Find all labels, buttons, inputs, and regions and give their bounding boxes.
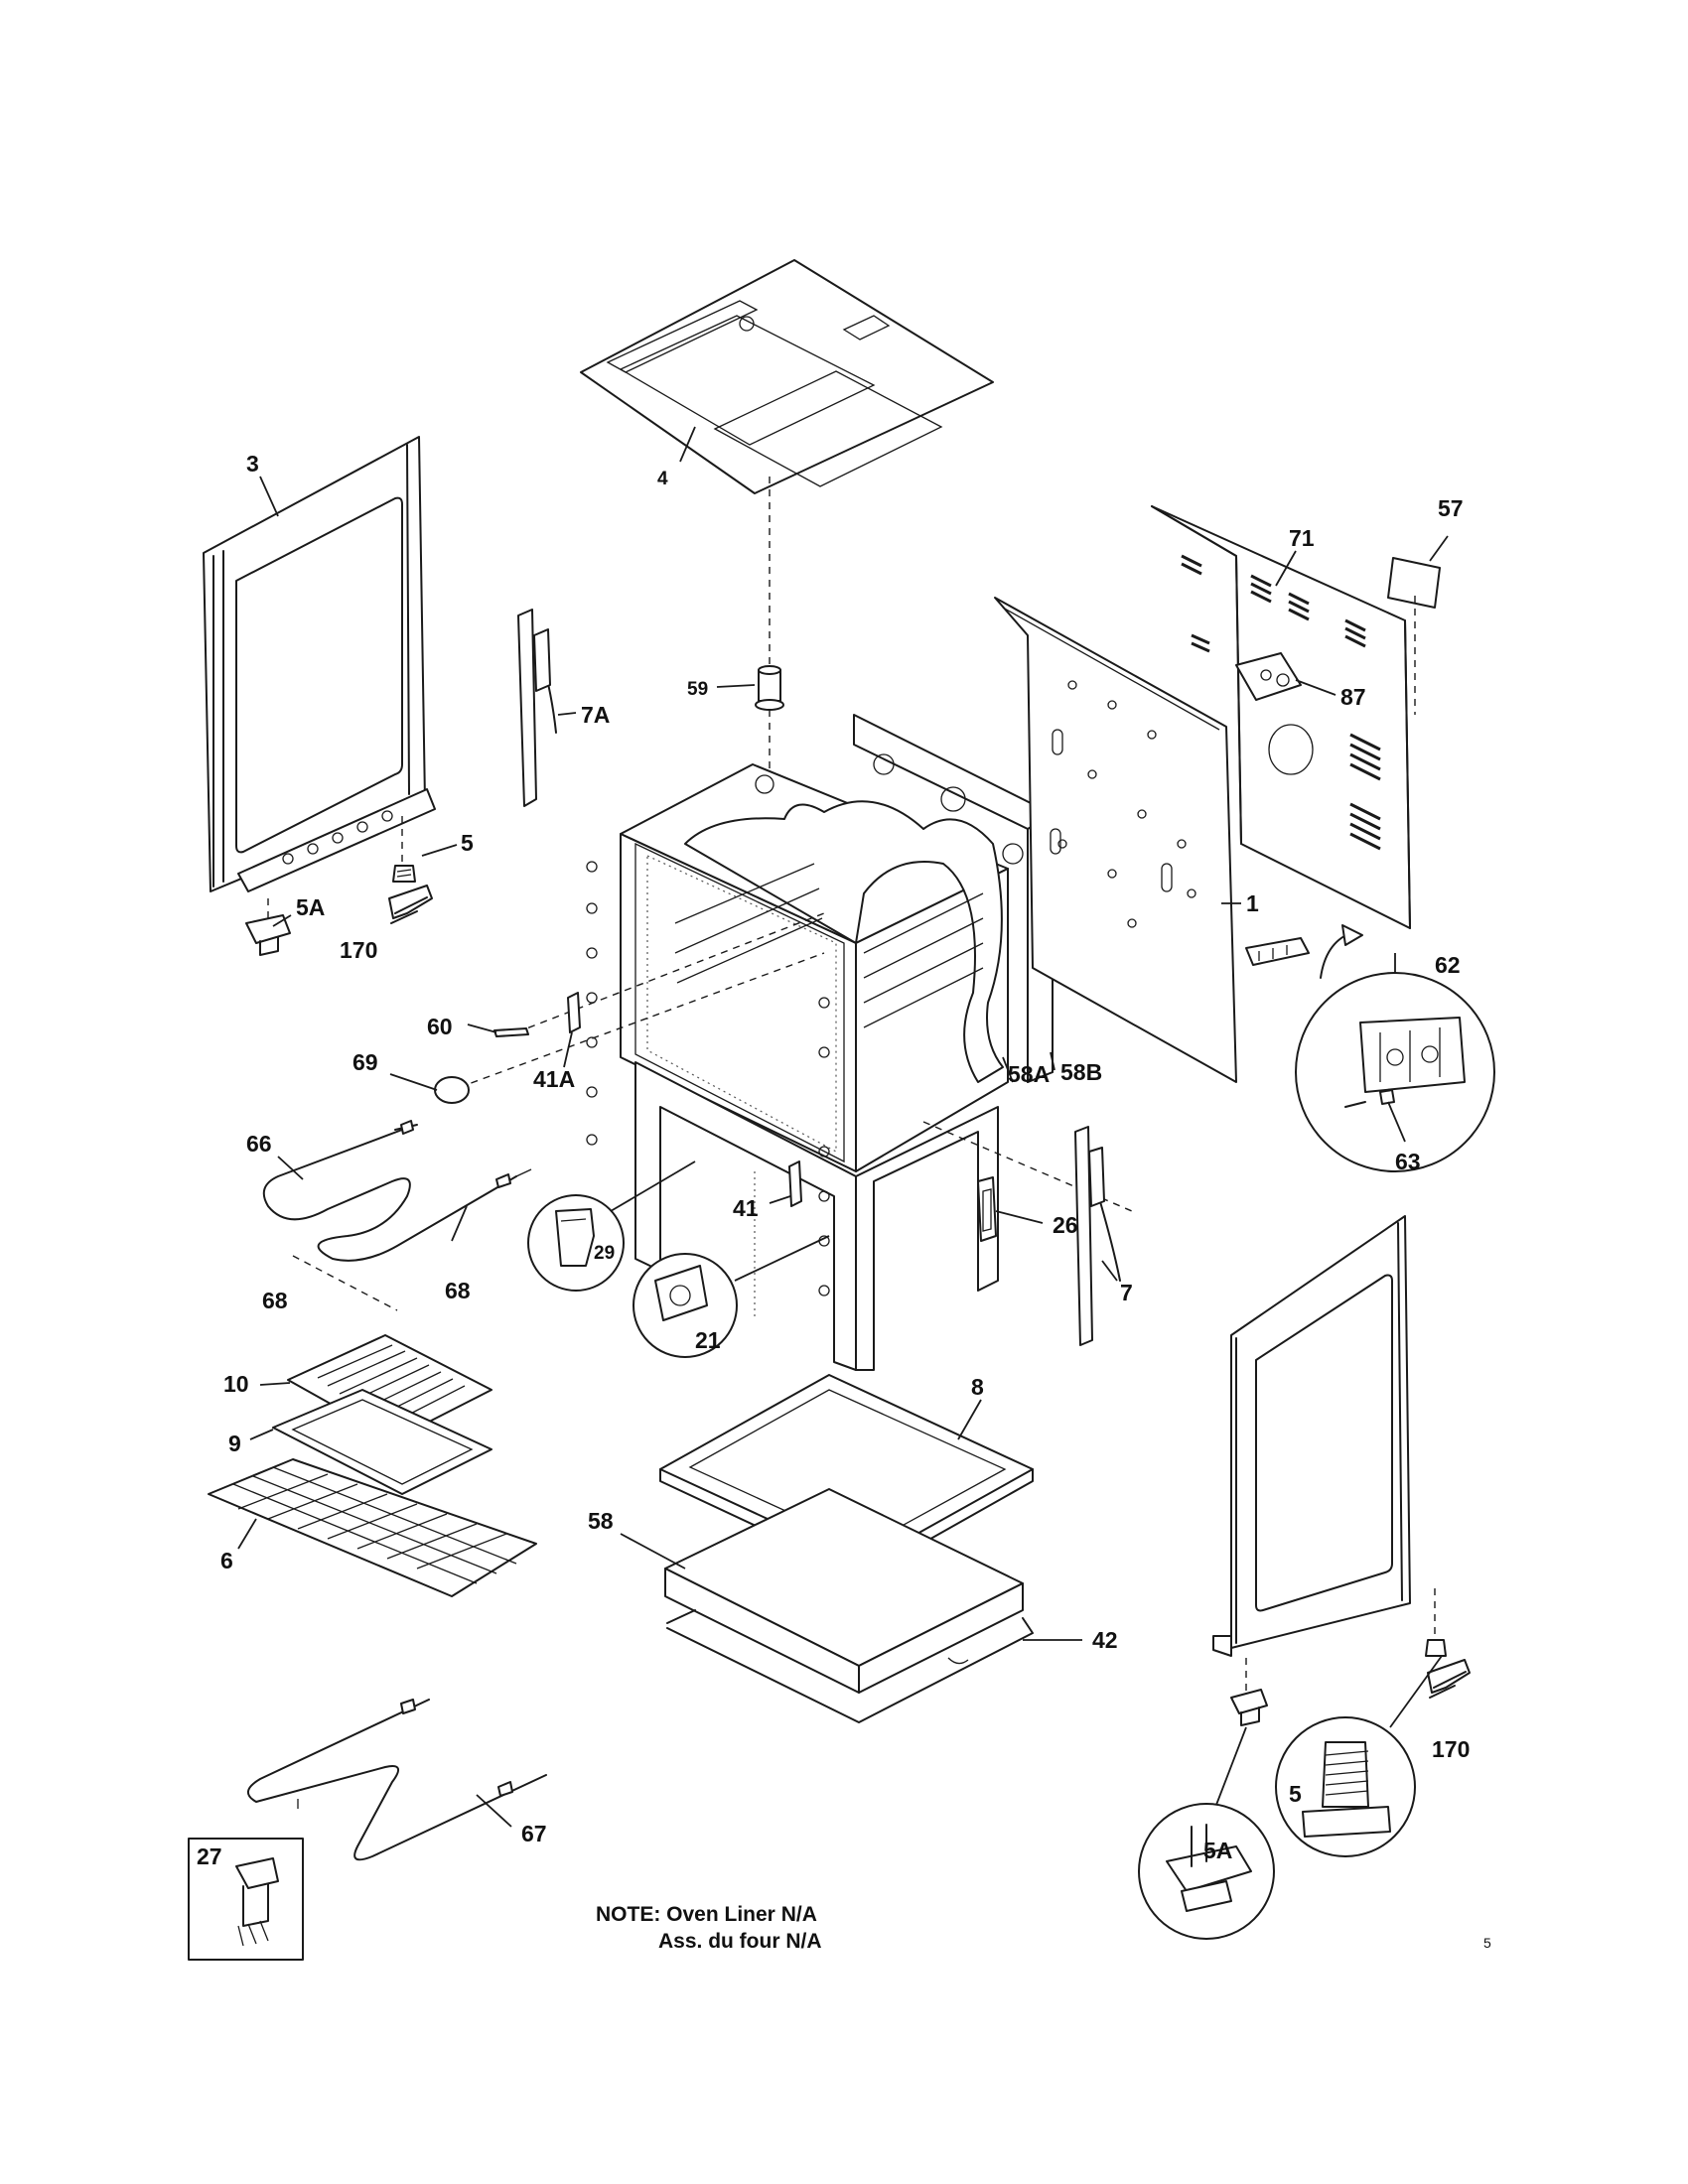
label-21: 21 bbox=[695, 1327, 721, 1353]
drawer-base-part bbox=[666, 1609, 1034, 1723]
corner-mark: 5 bbox=[1483, 1935, 1491, 1951]
label-170-top: 170 bbox=[340, 937, 377, 963]
label-3: 3 bbox=[246, 451, 259, 477]
drawer-insulation-part bbox=[664, 1488, 1024, 1694]
hinge-receptacle-detail bbox=[1138, 1803, 1275, 1940]
label-170-bottom: 170 bbox=[1432, 1736, 1470, 1762]
label-7A: 7A bbox=[581, 702, 610, 728]
label-27: 27 bbox=[197, 1843, 222, 1869]
broil-element-part bbox=[262, 1120, 532, 1262]
hinge-bracket-part bbox=[388, 885, 433, 924]
bracket-part bbox=[493, 1027, 529, 1037]
label-41: 41 bbox=[733, 1195, 759, 1221]
part-labels: 3 4 71 57 87 1 59 7A 5 5A 170 60 69 41A … bbox=[197, 451, 1470, 1869]
door-hinge-lower-part bbox=[1074, 1126, 1121, 1346]
label-7: 7 bbox=[1120, 1280, 1133, 1305]
label-6: 6 bbox=[220, 1548, 233, 1573]
label-leader-lines bbox=[237, 426, 1449, 1828]
label-60: 60 bbox=[427, 1014, 453, 1039]
label-69: 69 bbox=[352, 1049, 378, 1075]
label-59: 59 bbox=[687, 679, 708, 700]
top-panel-part bbox=[580, 259, 994, 494]
hinge-bracket-bottom-part bbox=[1427, 1659, 1471, 1699]
bake-element-part bbox=[247, 1699, 547, 1861]
label-71: 71 bbox=[1289, 525, 1315, 551]
hinge-receptacle-part bbox=[245, 914, 291, 956]
clip-detail-21 bbox=[633, 1253, 738, 1358]
label-63: 63 bbox=[1395, 1149, 1421, 1174]
label-4: 4 bbox=[657, 469, 668, 489]
label-87: 87 bbox=[1340, 684, 1366, 710]
label-9: 9 bbox=[228, 1431, 241, 1456]
note-line-1: NOTE: Oven Liner N/A bbox=[596, 1903, 817, 1926]
leveling-leg-detail bbox=[1275, 1716, 1416, 1857]
label-42: 42 bbox=[1092, 1627, 1118, 1653]
right-oven-door-part bbox=[1212, 1215, 1411, 1657]
rear-cover-part bbox=[1151, 505, 1411, 929]
broiler-pan-part bbox=[272, 1389, 492, 1495]
lens-cover-part bbox=[434, 1076, 470, 1104]
label-10: 10 bbox=[223, 1371, 249, 1397]
label-58: 58 bbox=[588, 1508, 614, 1534]
side-bracket-part bbox=[788, 1160, 802, 1207]
label-66: 66 bbox=[246, 1131, 272, 1157]
label-29: 29 bbox=[594, 1243, 615, 1264]
door-stop-part bbox=[977, 1176, 997, 1242]
label-plate-part bbox=[1387, 557, 1441, 609]
terminal-block-detail bbox=[1295, 972, 1495, 1172]
label-8: 8 bbox=[971, 1374, 984, 1400]
label-26: 26 bbox=[1053, 1212, 1078, 1238]
label-58B: 58B bbox=[1060, 1059, 1102, 1085]
vent-tube-part bbox=[755, 665, 784, 711]
note-line-2: Ass. du four N/A bbox=[658, 1930, 822, 1953]
label-5A-bottom: 5A bbox=[1203, 1838, 1232, 1863]
latch-detail-29 bbox=[527, 1194, 625, 1292]
left-oven-door-part bbox=[203, 436, 436, 892]
clip-detail-27 bbox=[188, 1838, 304, 1961]
hinge-receptacle-small-part bbox=[1230, 1689, 1268, 1726]
door-hinge-part bbox=[517, 609, 557, 807]
label-62: 62 bbox=[1435, 952, 1461, 978]
label-57: 57 bbox=[1438, 495, 1464, 521]
label-58A: 58A bbox=[1008, 1061, 1050, 1087]
label-5-top: 5 bbox=[461, 830, 474, 856]
label-67: 67 bbox=[521, 1821, 547, 1846]
label-68-right: 68 bbox=[445, 1278, 471, 1303]
terminal-block-part bbox=[1245, 937, 1310, 966]
leveling-leg-part bbox=[392, 865, 416, 883]
rear-panel-part bbox=[994, 597, 1237, 1083]
oven-liner-note: NOTE: Oven Liner N/A Ass. du four N/A bbox=[596, 1903, 822, 1953]
label-5-bottom: 5 bbox=[1289, 1781, 1302, 1807]
label-41A: 41A bbox=[533, 1066, 575, 1092]
label-1: 1 bbox=[1246, 890, 1259, 916]
label-68-left: 68 bbox=[262, 1288, 288, 1313]
oven-rack-part bbox=[208, 1458, 537, 1597]
leveling-leg-small-part bbox=[1425, 1639, 1447, 1657]
rear-bracket-part bbox=[567, 992, 581, 1033]
label-5A-top: 5A bbox=[296, 894, 325, 920]
